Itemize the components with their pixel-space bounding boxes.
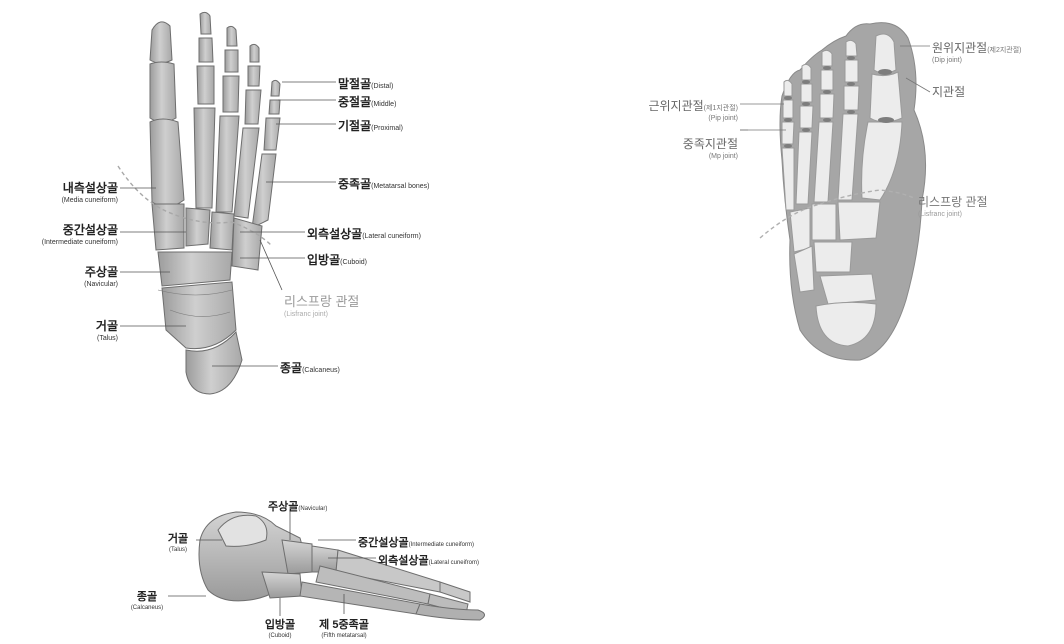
label-mp-joint: 중족지관절 (Mp joint) xyxy=(683,136,738,160)
label-calcaneus: 종골(Calcaneus) xyxy=(280,360,340,376)
label-lateral-calcaneus-ko: 종골 xyxy=(137,591,157,603)
label-lateral-talus-ko: 거골 xyxy=(168,533,188,545)
label-middle-en: (Middle) xyxy=(371,101,396,108)
label-distal: 말절골(Distal) xyxy=(338,76,393,92)
label-intermediate-cuneiform-en: (Intermediate cuneiform) xyxy=(42,239,118,246)
label-middle: 중절골(Middle) xyxy=(338,94,396,110)
label-lateral-navicular-en: (Navicular) xyxy=(298,506,327,512)
label-distal-ko: 말절골 xyxy=(338,77,371,91)
label-metatarsal-ko: 중족골 xyxy=(338,177,371,191)
label-lateral-cuneiform: 외측설상골(Lateral cuneiform) xyxy=(307,226,421,242)
label-lateral-intermediate-cuneiform-en: (Intermediate cuneiform) xyxy=(409,542,474,548)
label-lisfranc-joints-en: (Lisfranc joint) xyxy=(918,211,988,218)
label-mp-en: (Mp joint) xyxy=(683,153,738,160)
label-lateral-talus: 거골 (Talus) xyxy=(160,530,196,553)
label-lateral-cuneiform-ko: 외측설상골 xyxy=(307,227,362,241)
label-talus: 거골 (Talus) xyxy=(96,318,118,342)
label-toe-joint-ko: 지관절 xyxy=(932,85,965,99)
label-lateral-cuboid: 입방골 (Cuboid) xyxy=(254,616,306,639)
label-proximal-en: (Proximal) xyxy=(371,125,403,132)
dorsal-foot-illustration xyxy=(150,12,280,394)
label-navicular: 주상골 (Navicular) xyxy=(84,264,118,288)
label-medial-cuneiform-ko: 내측설상골 xyxy=(63,181,118,195)
label-lateral-lateral-cuneiform: 외측설상골(Lateral cuneifrom) xyxy=(378,552,479,568)
label-lateral-calcaneus: 종골 (Calcaneus) xyxy=(126,588,168,611)
label-dip-ko: 원위지관절 xyxy=(932,41,987,55)
label-lateral-navicular: 주상골(Navicular) xyxy=(268,498,327,514)
label-cuboid-ko: 입방골 xyxy=(307,253,340,267)
label-cuboid: 입방골(Cuboid) xyxy=(307,252,367,268)
label-lateral-intermediate-cuneiform-ko: 중간설상골 xyxy=(358,537,409,549)
label-lateral-cuboid-en: (Cuboid) xyxy=(254,633,306,639)
label-calcaneus-ko: 종골 xyxy=(280,361,302,375)
label-calcaneus-en: (Calcaneus) xyxy=(302,367,340,374)
label-cuboid-en: (Cuboid) xyxy=(340,259,367,266)
label-metatarsal-en: (Metatarsal bones) xyxy=(371,183,429,190)
label-lateral-fifth-metatarsal-en: (Fifth metatarsal) xyxy=(312,633,376,639)
label-metatarsal: 중족골(Metatarsal bones) xyxy=(338,176,429,192)
label-lateral-lateral-cuneiform-en: (Lateral cuneifrom) xyxy=(429,560,479,566)
label-lateral-fifth-metatarsal: 제 5중족골 (Fifth metatarsal) xyxy=(312,616,376,639)
label-intermediate-cuneiform-ko: 중간설상골 xyxy=(63,223,118,237)
label-lisfranc-dorsal: 리스프랑 관절 (Lisfranc joint) xyxy=(284,294,359,318)
label-mp-ko: 중족지관절 xyxy=(683,137,738,151)
label-lisfranc-dorsal-en: (Lisfranc joint) xyxy=(284,311,359,318)
label-dip-joint: 원위지관절(제2지관절) (Dip joint) xyxy=(932,40,1022,64)
label-intermediate-cuneiform: 중간설상골 (Intermediate cuneiform) xyxy=(42,222,118,246)
label-lateral-lateral-cuneiform-ko: 외측설상골 xyxy=(378,555,429,567)
label-lateral-cuboid-ko: 입방골 xyxy=(265,619,295,631)
label-lisfranc-dorsal-ko: 리스프랑 관절 xyxy=(284,294,359,309)
label-lateral-cuneiform-en: (Lateral cuneiform) xyxy=(362,233,421,240)
label-middle-ko: 중절골 xyxy=(338,95,371,109)
label-lisfranc-joints-ko: 리스프랑 관절 xyxy=(918,195,988,209)
label-talus-en: (Talus) xyxy=(96,335,118,342)
label-navicular-en: (Navicular) xyxy=(84,281,118,288)
label-medial-cuneiform-en: (Media cuneiform) xyxy=(62,197,118,204)
label-lateral-intermediate-cuneiform: 중간설상골(Intermediate cuneiform) xyxy=(358,534,474,550)
label-pip-en: (Pip joint) xyxy=(648,115,738,122)
label-pip-joint: 근위지관절(제1지관절) (Pip joint) xyxy=(648,98,738,122)
label-navicular-ko: 주상골 xyxy=(85,265,118,279)
label-toe-joint: 지관절 xyxy=(932,84,965,100)
label-lisfranc-joints: 리스프랑 관절 (Lisfranc joint) xyxy=(918,194,988,218)
label-proximal-ko: 기절골 xyxy=(338,119,371,133)
label-dip-en: (Dip joint) xyxy=(932,57,1022,64)
joints-foot-illustration xyxy=(780,23,926,361)
label-dip-note: (제2지관절) xyxy=(987,47,1021,54)
label-lateral-talus-en: (Talus) xyxy=(160,547,196,553)
label-pip-note: (제1지관절) xyxy=(704,105,738,112)
label-lateral-navicular-ko: 주상골 xyxy=(268,501,298,513)
label-talus-ko: 거골 xyxy=(96,319,118,333)
label-pip-ko: 근위지관절 xyxy=(648,99,703,113)
label-lateral-calcaneus-en: (Calcaneus) xyxy=(126,605,168,611)
label-distal-en: (Distal) xyxy=(371,83,393,90)
label-lateral-fifth-metatarsal-ko: 제 5중족골 xyxy=(319,619,369,631)
label-medial-cuneiform: 내측설상골 (Media cuneiform) xyxy=(62,180,118,204)
label-proximal: 기절골(Proximal) xyxy=(338,118,403,134)
